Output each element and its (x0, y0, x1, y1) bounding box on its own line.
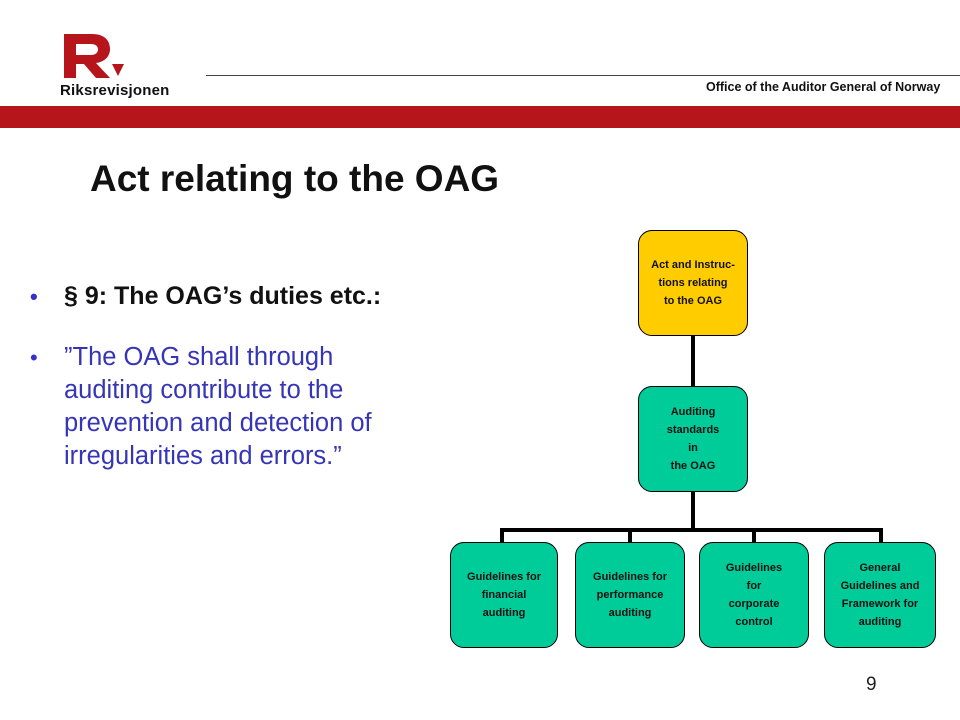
org-box-corporate-control: Guidelines for corporate control (699, 542, 809, 648)
logo-r-mark-icon (64, 34, 124, 78)
org-box-performance-auditing: Guidelines for performance auditing (575, 542, 685, 648)
bullet-item-duties: • § 9: The OAG’s duties etc.: (28, 280, 418, 313)
header-divider-line (206, 75, 960, 76)
org-box-auditing-standards: Auditing standards in the OAG (638, 386, 748, 492)
org-box-financial-auditing: Guidelines for financial auditing (450, 542, 558, 648)
logo-wordmark: Riksrevisjonen (60, 82, 170, 99)
bullet-dot-icon: • (30, 345, 38, 370)
org-box-general-guidelines: General Guidelines and Framework for aud… (824, 542, 936, 648)
bullet-dot-icon: • (30, 284, 38, 309)
slide-title: Act relating to the OAG (90, 158, 500, 199)
page-number: 9 (866, 674, 877, 695)
bullet-item-quote: • ”The OAG shall through auditing contri… (28, 341, 418, 473)
header-red-band (0, 106, 960, 128)
bullet-text: ”The OAG shall through auditing contribu… (64, 343, 372, 470)
riksrevisjonen-logo: Riksrevisjonen (58, 30, 198, 102)
organization-name: Office of the Auditor General of Norway (706, 80, 941, 94)
bullet-text: § 9: The OAG’s duties etc.: (64, 282, 382, 310)
org-box-act: Act and Instruc- tions relating to the O… (638, 230, 748, 336)
bullet-list: • § 9: The OAG’s duties etc.: • ”The OAG… (28, 280, 418, 501)
